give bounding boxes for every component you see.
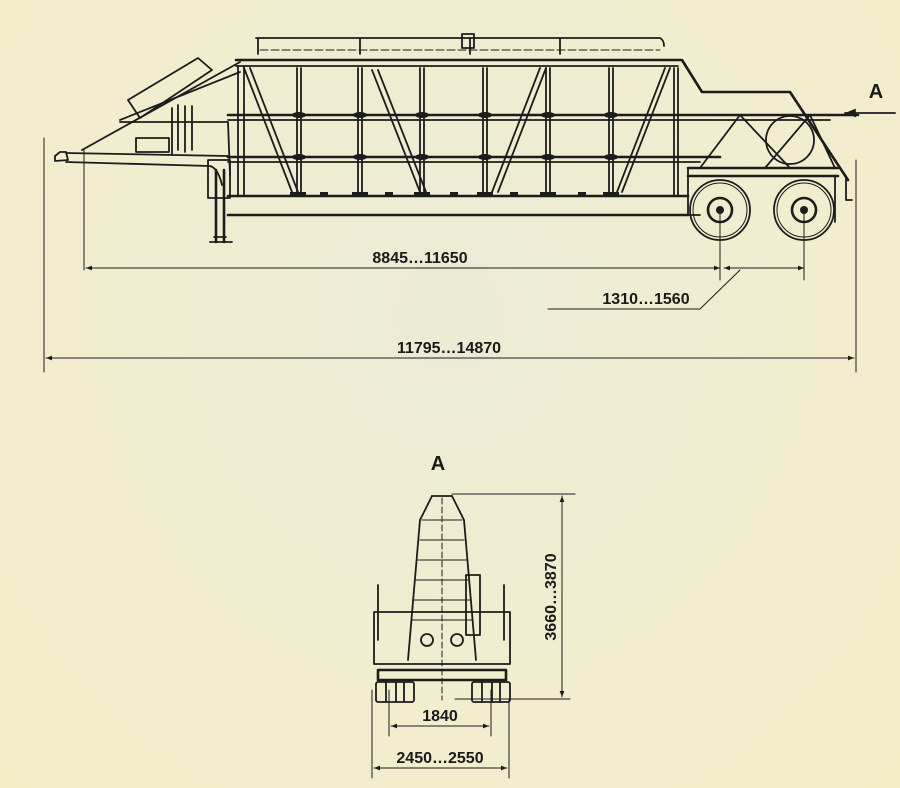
dimension-wheelbase: 8845…11650	[372, 250, 467, 267]
rear-view-dimensions	[371, 493, 576, 779]
side-view-dimensions	[43, 137, 857, 373]
rear-view-title: A	[431, 453, 445, 475]
dimension-track-width: 1840	[422, 708, 458, 725]
view-marker-label: A	[869, 81, 883, 103]
side-view-trailer	[54, 33, 860, 271]
dimension-overall-width: 2450…2550	[396, 750, 483, 767]
view-direction-marker: A	[844, 81, 896, 118]
rear-view-trailer	[373, 495, 511, 703]
dimension-axle-spacing: 1310…1560	[602, 291, 689, 308]
dimension-height: 3660…3870	[543, 553, 560, 640]
dimension-overall-length: 11795…14870	[397, 340, 501, 357]
